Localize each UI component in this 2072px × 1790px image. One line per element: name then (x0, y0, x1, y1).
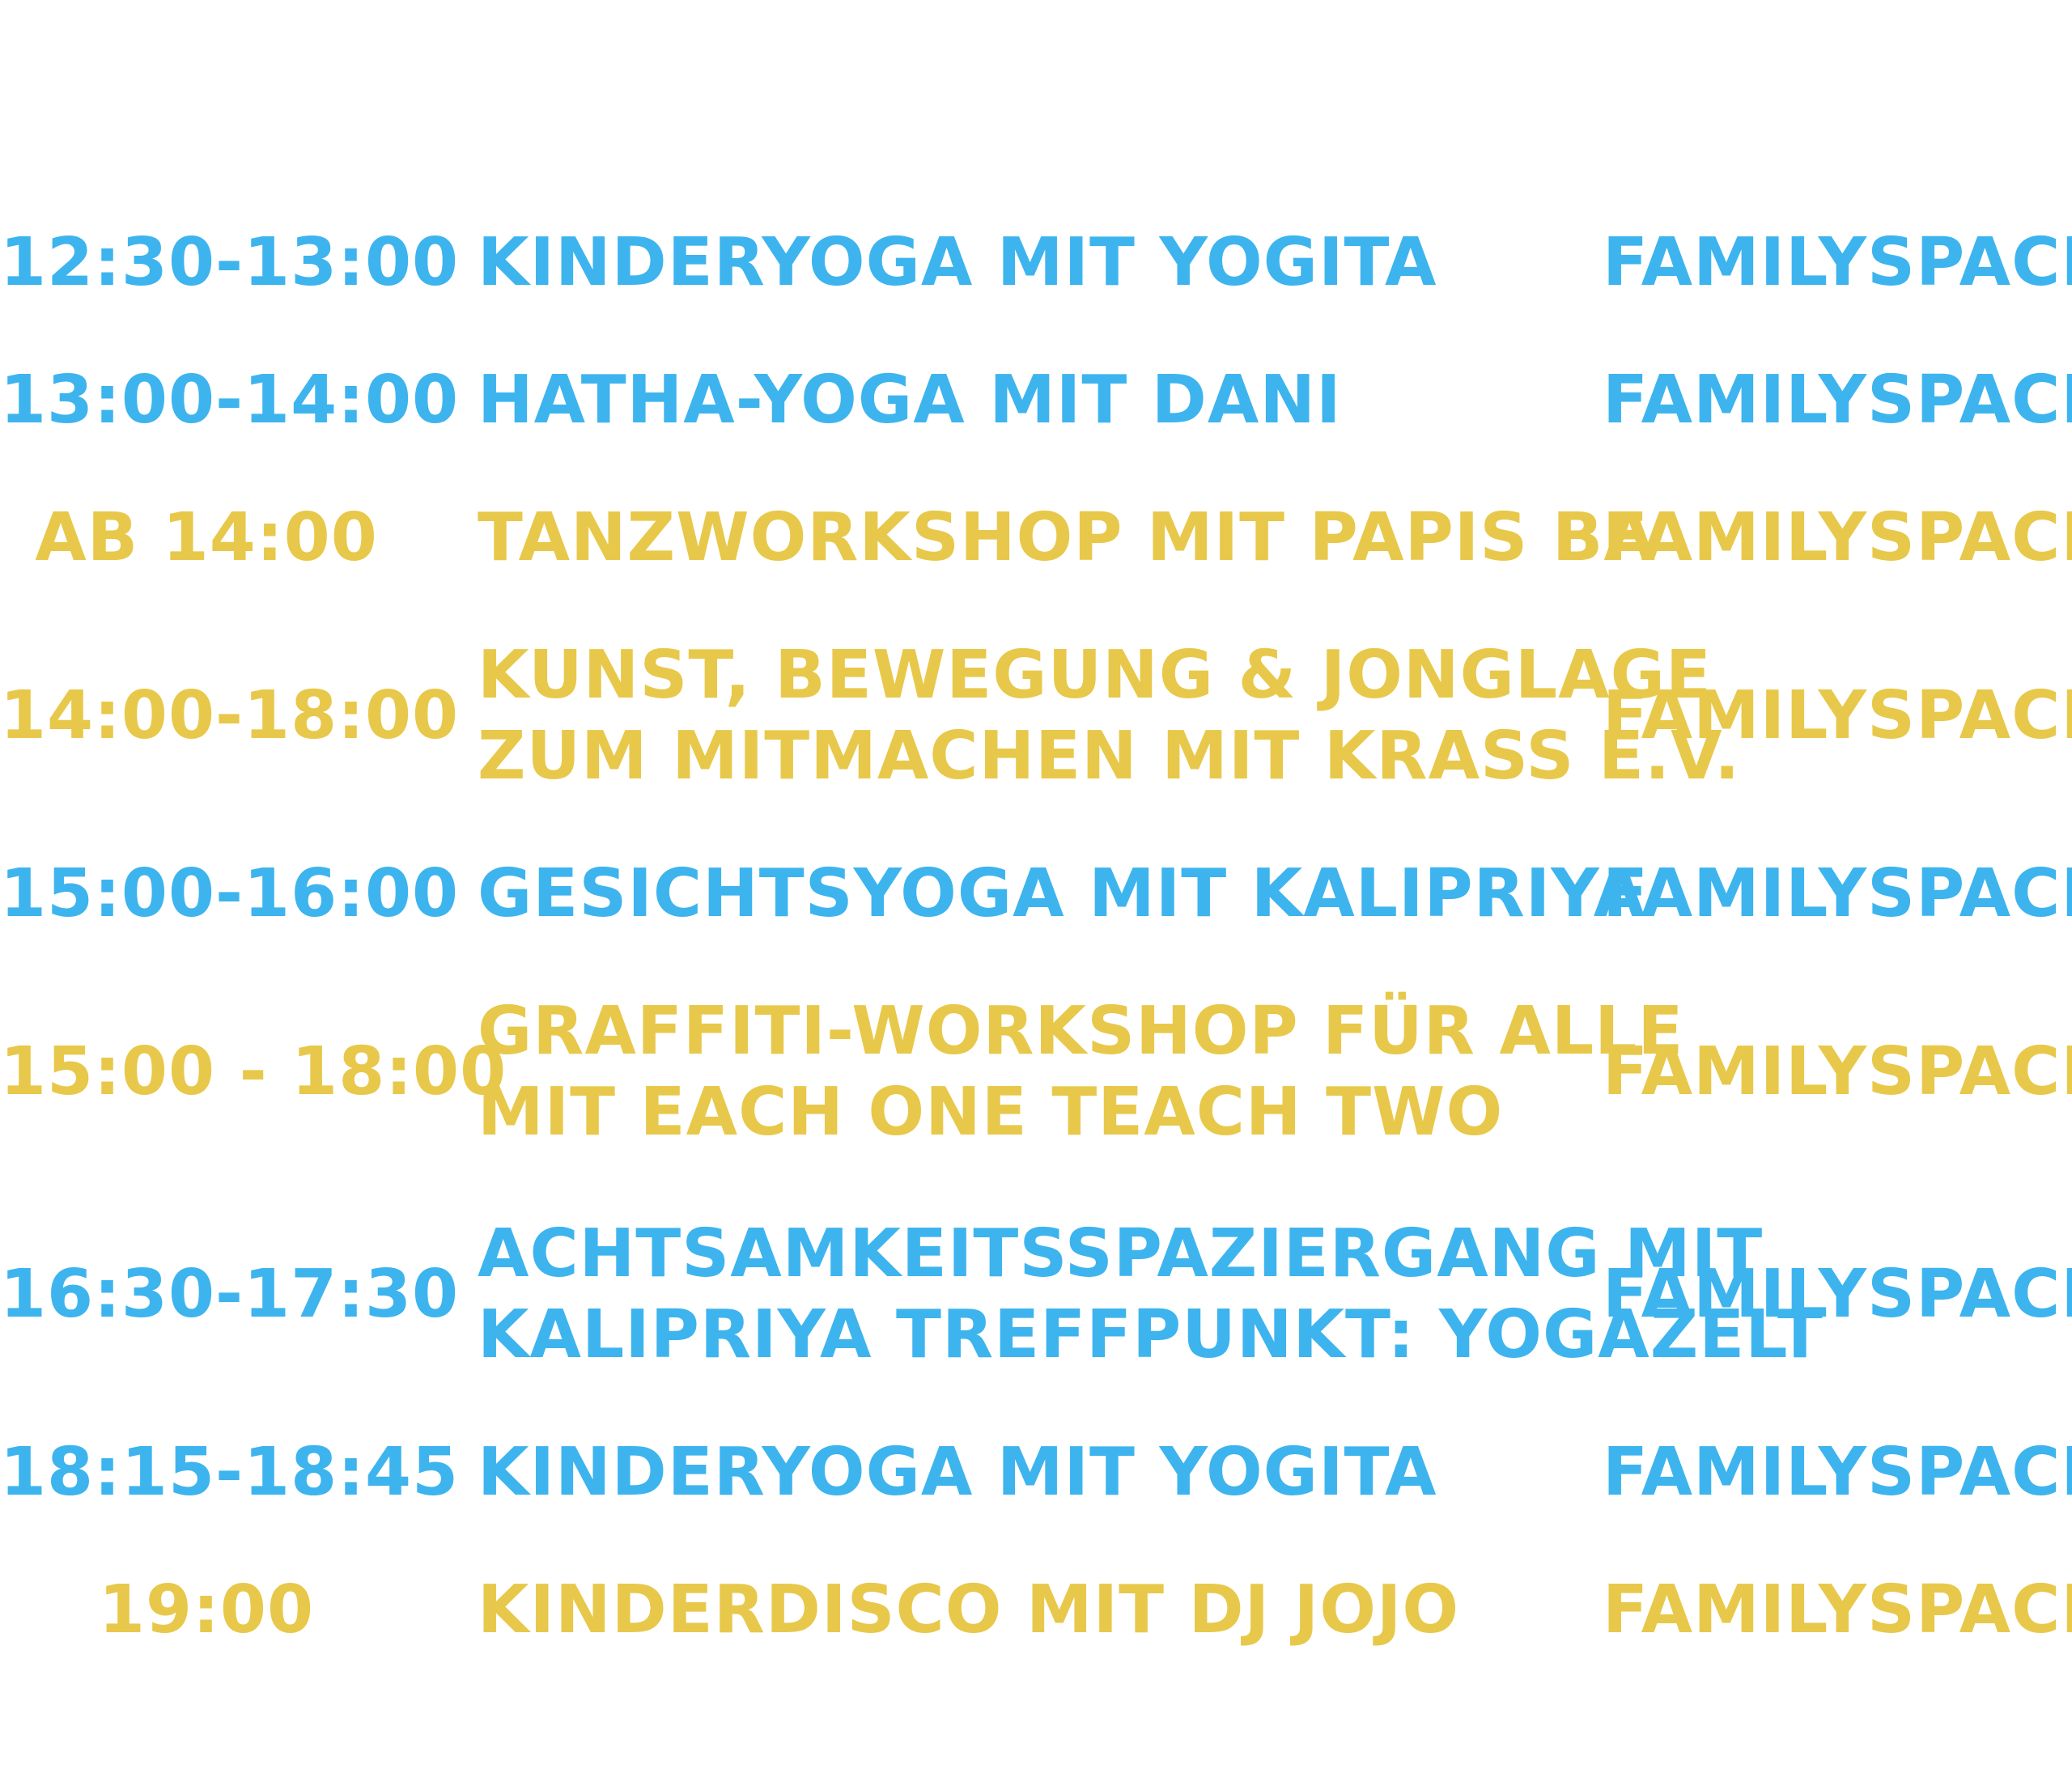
row-event-line: MIT EACH ONE TEACH TWO (478, 1074, 1504, 1151)
row-event: GRAFFITI-WORKSHOP FÜR ALLE MIT EACH ONE … (478, 991, 1684, 1153)
row-location: FAMILYSPACE (1603, 677, 2072, 754)
row-event: KINDERDISCO MIT DJ JOJO (478, 1570, 1522, 1651)
row-event: ACHTSAMKEITSSPAZIERGANG MIT KALIPRIYA TR… (478, 1214, 1824, 1376)
row-event-line: ZUM MITMACHEN MIT KRASS E.V. (478, 718, 1741, 795)
row-event: KUNST, BEWEGUNG & JONGLAGE ZUM MITMACHEN… (478, 635, 1741, 797)
row-event: TANZWORKSHOP MIT PAPIS BA (478, 498, 1656, 579)
row-event-line: GESICHTSYOGA MIT KALIPRIYA (478, 855, 1646, 932)
row-location: FAMILYSPACE (1603, 224, 2072, 301)
row-time: AB 14:00 (35, 499, 378, 576)
row-event: KINDERYOGA MIT YOGITA (478, 1432, 1522, 1513)
row-time: 18:15-18:45 (0, 1434, 460, 1511)
row-event-line: KALIPRIYA TREFFPUNKT: YOGAZELT (478, 1296, 1824, 1373)
row-time: 14:00-18:00 (0, 677, 460, 754)
row-location: FAMILYSPACE (1603, 855, 2072, 932)
row-event-line: TANZWORKSHOP MIT PAPIS BA (478, 499, 1656, 576)
row-event-line: KUNST, BEWEGUNG & JONGLAGE (478, 637, 1712, 714)
row-event-line: KINDERDISCO MIT DJ JOJO (478, 1572, 1460, 1648)
row-time: 13:00-14:00 (0, 362, 460, 439)
row-event-line: HATHA-YOGA MIT DANI (478, 362, 1342, 439)
row-location: FAMILYSPACE (1603, 1434, 2072, 1511)
row-event: HATHA-YOGA MIT DANI (478, 360, 1522, 441)
row-time: 15:00-16:00 (0, 855, 460, 932)
row-event-line: KINDERYOGA MIT YOGITA (478, 224, 1437, 301)
row-time: 19:00 (98, 1572, 314, 1648)
row-time: 15:00 - 18:00 (0, 1033, 507, 1110)
row-location: FAMILYSPACE (1603, 1256, 2072, 1333)
row-location: FAMILYSPACE (1603, 362, 2072, 439)
row-event-line: GRAFFITI-WORKSHOP FÜR ALLE (478, 993, 1684, 1070)
row-event-line: ACHTSAMKEITSSPAZIERGANG MIT (478, 1215, 1764, 1292)
row-time: 12:30-13:00 (0, 224, 460, 301)
row-location: FAMILYSPACE (1603, 499, 2072, 576)
row-time: 16:30-17:30 (0, 1256, 460, 1333)
row-event: KINDERYOGA MIT YOGITA (478, 223, 1522, 303)
row-event-line: KINDERYOGA MIT YOGITA (478, 1434, 1437, 1511)
row-event: GESICHTSYOGA MIT KALIPRIYA (478, 854, 1646, 935)
row-location: FAMILYSPACE (1603, 1572, 2072, 1648)
row-location: FAMILYSPACE (1603, 1033, 2072, 1110)
